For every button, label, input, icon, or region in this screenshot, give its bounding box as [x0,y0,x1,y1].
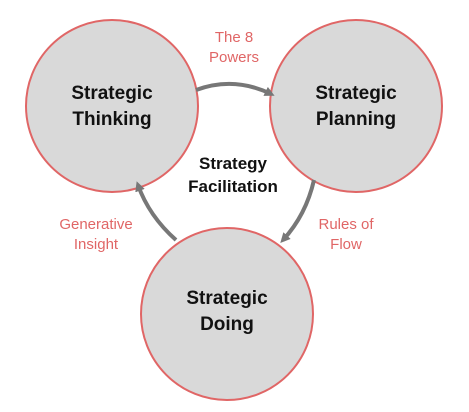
edge-label-doing-thinking-line2: Insight [74,236,119,253]
node-thinking-label-line2: Thinking [72,109,151,130]
node-planning-label-line2: Planning [316,109,396,130]
node-planning-label-line1: Strategic [315,83,397,104]
edge-label-planning-doing-line1: Rules of [318,216,374,233]
center-label-line1: Strategy [199,154,268,173]
edge-label-doing-thinking-line1: Generative [59,216,132,233]
arrow-doing-to-thinking [135,181,178,242]
node-doing-label-line1: Strategic [186,288,268,309]
edge-label-thinking-planning-line2: Powers [209,49,259,66]
arrow-planning-to-doing [280,179,316,243]
node-doing-label-line2: Doing [200,314,254,335]
node-thinking-label-line1: Strategic [71,83,153,104]
edge-label-planning-doing-line2: Flow [330,236,362,253]
center-label-line2: Facilitation [188,177,278,196]
node-strategic-thinking [25,19,199,193]
node-strategic-doing [140,227,314,401]
edge-label-thinking-planning-line1: The 8 [215,29,253,46]
arrow-thinking-to-planning [195,81,275,96]
node-strategic-planning [269,19,443,193]
